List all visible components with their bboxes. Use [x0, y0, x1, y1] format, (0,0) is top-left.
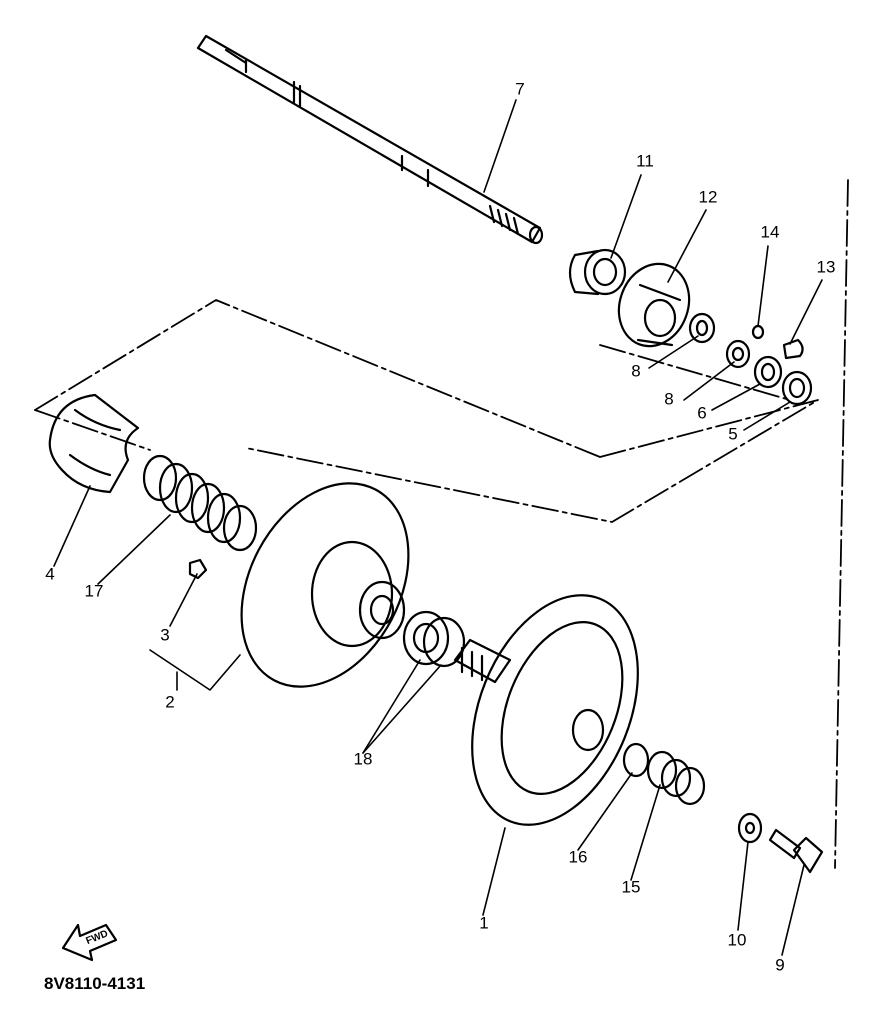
callout-labels: 1 2 3 4 5 6 7 8 8 9 10 11 12 13 14 15 16…: [45, 79, 835, 974]
callout-1: 1: [479, 913, 488, 932]
callout-11: 11: [636, 151, 654, 170]
callout-8b: 8: [664, 389, 673, 408]
assembly-boundary-lines: [34, 179, 849, 869]
callout-9: 9: [775, 955, 784, 974]
callout-14: 14: [761, 222, 780, 241]
callout-leaders: [53, 99, 823, 956]
slider: [188, 558, 208, 580]
washer-pair: [402, 610, 466, 668]
callout-18: 18: [354, 749, 373, 768]
callout-17: 17: [85, 581, 104, 600]
callout-7: 7: [515, 79, 524, 98]
callout-2: 2: [165, 692, 174, 711]
flange-bolt: [768, 828, 824, 874]
callout-3: 3: [160, 625, 169, 644]
forward-arrow-icon: [61, 923, 118, 962]
bearing: [568, 248, 627, 296]
washers: [688, 312, 813, 406]
callout-6: 6: [697, 403, 706, 422]
fixed-sheave: [453, 594, 639, 826]
callout-12: 12: [699, 187, 718, 206]
diagram-part-code: 8V8110-4131: [44, 974, 146, 993]
callout-8a: 8: [631, 361, 640, 380]
spacer-collar: [622, 742, 650, 778]
shaft: [196, 34, 544, 245]
bearing-housing: [617, 262, 691, 348]
callout-4: 4: [45, 564, 54, 583]
callout-10: 10: [728, 930, 747, 949]
spring: [142, 454, 258, 552]
cam: [48, 393, 140, 494]
callout-16: 16: [569, 847, 588, 866]
flat-washer: [737, 812, 763, 844]
callout-15: 15: [622, 877, 641, 896]
callout-13: 13: [817, 257, 836, 276]
callout-5: 5: [728, 424, 737, 443]
sliding-sheave: [240, 482, 410, 688]
small-spring: [646, 750, 706, 806]
